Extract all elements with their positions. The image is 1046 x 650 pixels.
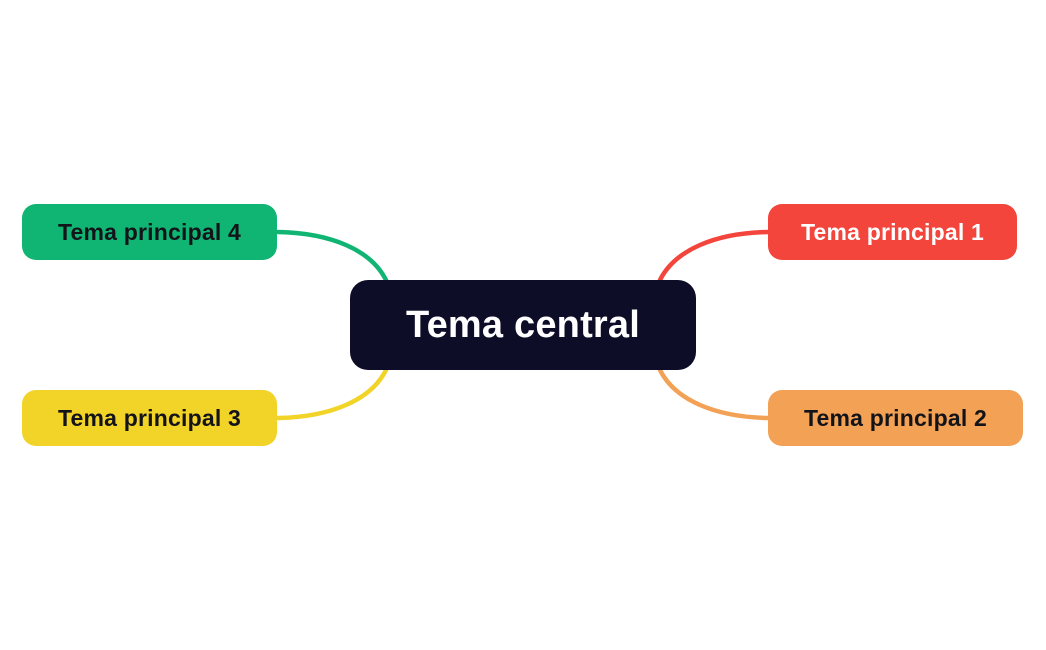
branch-node-3-label: Tema principal 3	[58, 404, 241, 431]
central-topic-label: Tema central	[405, 303, 641, 346]
connector-branch-1	[657, 229, 771, 283]
branch-node-4-label: Tema principal 4	[58, 218, 241, 245]
connector-branch-4	[275, 229, 389, 283]
connector-branch-2	[657, 367, 771, 421]
branch-node-3[interactable]: Tema principal 3	[22, 390, 277, 446]
branch-node-4[interactable]: Tema principal 4	[22, 204, 277, 260]
branch-node-2-label: Tema principal 2	[804, 404, 987, 431]
branch-node-1-label: Tema principal 1	[801, 218, 984, 245]
central-topic-node[interactable]: Tema central	[350, 280, 696, 370]
connector-branch-3	[275, 367, 389, 421]
branch-node-1[interactable]: Tema principal 1	[768, 204, 1017, 260]
branch-node-2[interactable]: Tema principal 2	[768, 390, 1023, 446]
